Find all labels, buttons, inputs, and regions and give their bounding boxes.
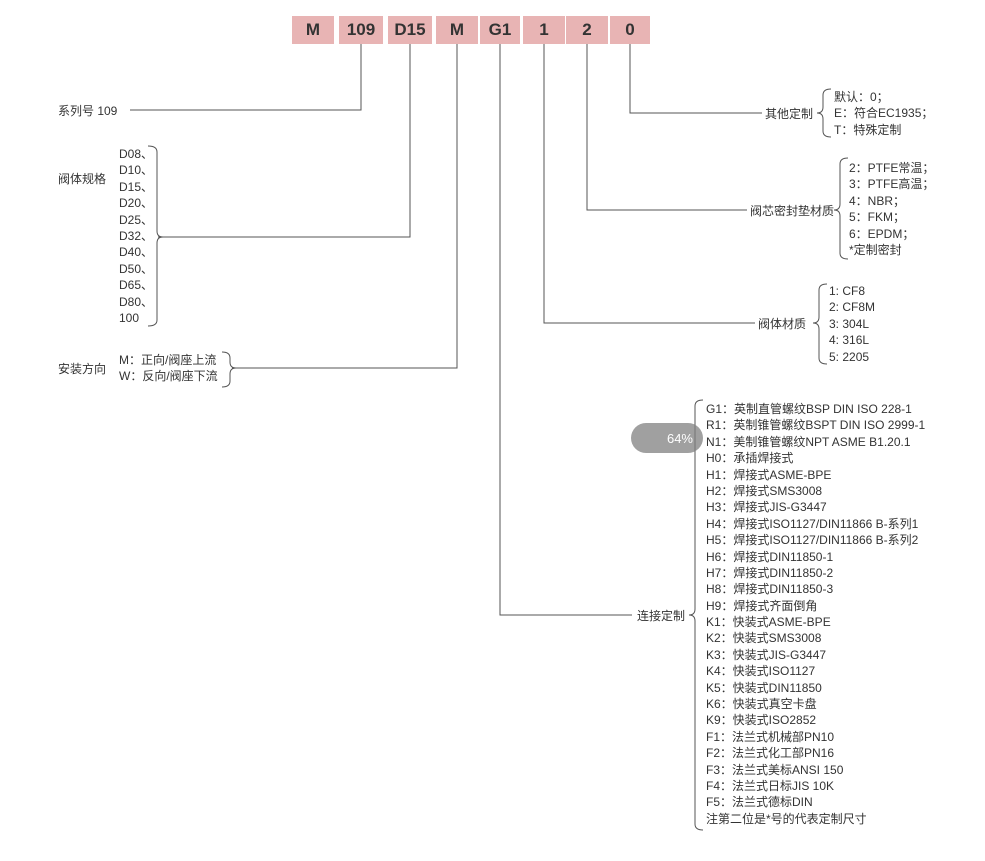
body-size-option: D10、 <box>119 163 154 178</box>
connection-label: 连接定制 <box>637 609 686 623</box>
connection-option: H3：焊接式JIS-G3447 <box>706 500 827 515</box>
connection-option: H2：焊接式SMS3008 <box>706 483 823 498</box>
body-size-option: D32、 <box>119 228 154 243</box>
series-label: 系列号 109 <box>58 104 118 118</box>
seal-options: 2：PTFE常温； 3：PTFE高温； 4：NBR； 5：FKM； 6：EPDM… <box>849 160 934 258</box>
body-size-option: D08、 <box>119 147 154 161</box>
line-other <box>629 44 762 114</box>
connection-option: H6：焊接式DIN11850-1 <box>706 549 834 564</box>
connection-option: H0：承插焊接式 <box>706 451 794 466</box>
zoom-level-badge[interactable]: 64% <box>631 423 703 453</box>
seal-option: 3：PTFE高温； <box>849 177 935 192</box>
connection-option: K5：快装式DIN11850 <box>706 680 822 695</box>
body-material-option: 1: CF8 <box>829 284 866 298</box>
body-size-option: 100 <box>119 310 140 325</box>
connection-option: H5：焊接式ISO1127/DIN11866 B-系列2 <box>706 533 919 548</box>
body-size-option: D50、 <box>119 261 154 276</box>
brace-other <box>816 88 832 138</box>
connection-option: N1：美制锥管螺纹NPT ASME B1.20.1 <box>706 434 911 449</box>
zoom-level-text: 64% <box>666 430 693 446</box>
code-box-other: 0 <box>610 16 650 44</box>
connection-option: H4：焊接式ISO1127/DIN11866 B-系列1 <box>706 516 919 531</box>
line-connection <box>499 44 632 616</box>
other-custom-options: 默认：0； E：符合EC1935； T：特殊定制 <box>834 89 933 138</box>
connection-option: H8：焊接式DIN11850-3 <box>706 582 834 597</box>
connection-option: K4：快装式ISO1127 <box>706 664 816 679</box>
line-body-size <box>158 44 411 238</box>
install-label: 安装方向 <box>58 362 107 376</box>
body-material-option: 2: CF8M <box>829 300 876 315</box>
body-size-option: D40、 <box>119 245 154 260</box>
seal-option: 4：NBR； <box>849 193 906 208</box>
connection-option: F5：法兰式德标DIN <box>706 795 813 810</box>
body-size-option: D15、 <box>119 179 154 194</box>
body-material-option: 3: 304L <box>829 316 870 331</box>
other-custom-option: 默认：0； <box>834 90 889 104</box>
code-box-install: M <box>436 16 478 44</box>
connection-option: 注第二位是*号的代表定制尺寸 <box>706 811 867 826</box>
other-custom-option: T：特殊定制 <box>834 122 902 137</box>
body-size-option: D20、 <box>119 196 154 211</box>
line-seal <box>586 44 747 211</box>
seal-label: 阀芯密封垫材质 <box>750 204 835 218</box>
code-box-series-prefix: M <box>292 16 334 44</box>
seal-option: 2：PTFE常温； <box>849 161 935 175</box>
line-install <box>232 44 458 369</box>
connection-option: H9：焊接式齐面倒角 <box>706 598 818 613</box>
seal-option: 6：EPDM； <box>849 226 915 241</box>
connection-option: R1：英制锥管螺纹BSPT DIN ISO 2999-1 <box>706 418 926 433</box>
body-material-option: 5: 2205 <box>829 349 870 364</box>
connection-option: H7：焊接式DIN11850-2 <box>706 565 834 580</box>
connection-option: F4：法兰式日标JIS 10K <box>706 778 835 793</box>
brace-body-size <box>147 145 164 327</box>
code-box-body-size: D15 <box>388 16 432 44</box>
connection-option: K2：快装式SMS3008 <box>706 631 822 646</box>
brace-seal <box>833 157 849 260</box>
brace-body-material <box>812 283 828 365</box>
connection-option: K9：快装式ISO2852 <box>706 713 817 728</box>
connection-option: K1：快装式ASME-BPE <box>706 615 831 630</box>
code-box-body-material: 1 <box>523 16 565 44</box>
body-material-options: 1: CF8 2: CF8M 3: 304L 4: 316L 5: 2205 <box>829 283 875 365</box>
brace-connection <box>688 399 704 831</box>
connection-option: K6：快装式真空卡盘 <box>706 697 817 712</box>
code-box-series-number: 109 <box>339 16 383 44</box>
connection-option: F2：法兰式化工部PN16 <box>706 746 835 761</box>
body-size-option: D80、 <box>119 294 154 309</box>
line-series <box>130 44 362 111</box>
body-size-options: D08、 D10、 D15、 D20、 D25、 D32、 D40、 D50、 … <box>119 146 153 326</box>
other-custom-label: 其他定制 <box>765 107 814 121</box>
other-custom-option: E：符合EC1935； <box>834 106 934 121</box>
install-option: M：正向/阀座上流 <box>119 353 217 367</box>
body-material-label: 阀体材质 <box>758 317 807 331</box>
body-size-option: D65、 <box>119 278 154 293</box>
body-size-option: D25、 <box>119 212 154 227</box>
line-body-material <box>543 44 755 324</box>
seal-option: 5：FKM； <box>849 210 906 225</box>
connection-options: G1：英制直管螺纹BSP DIN ISO 228-1 R1：英制锥管螺纹BSPT… <box>706 401 925 827</box>
seal-option: *定制密封 <box>849 242 902 257</box>
brace-install <box>221 351 237 388</box>
body-material-option: 4: 316L <box>829 333 870 348</box>
connection-option: F1：法兰式机械部PN10 <box>706 729 835 744</box>
install-option: W：反向/阀座下流 <box>119 369 218 384</box>
code-box-seal: 2 <box>566 16 608 44</box>
connection-option: F3：法兰式美标ANSI 150 <box>706 762 844 777</box>
code-box-connection: G1 <box>480 16 520 44</box>
body-size-label: 阀体规格 <box>58 172 107 186</box>
connection-option: K3：快装式JIS-G3447 <box>706 647 827 662</box>
install-options: M：正向/阀座上流 W：反向/阀座下流 <box>119 352 218 385</box>
connection-option: H1：焊接式ASME-BPE <box>706 467 832 482</box>
connection-option: G1：英制直管螺纹BSP DIN ISO 228-1 <box>706 402 912 416</box>
